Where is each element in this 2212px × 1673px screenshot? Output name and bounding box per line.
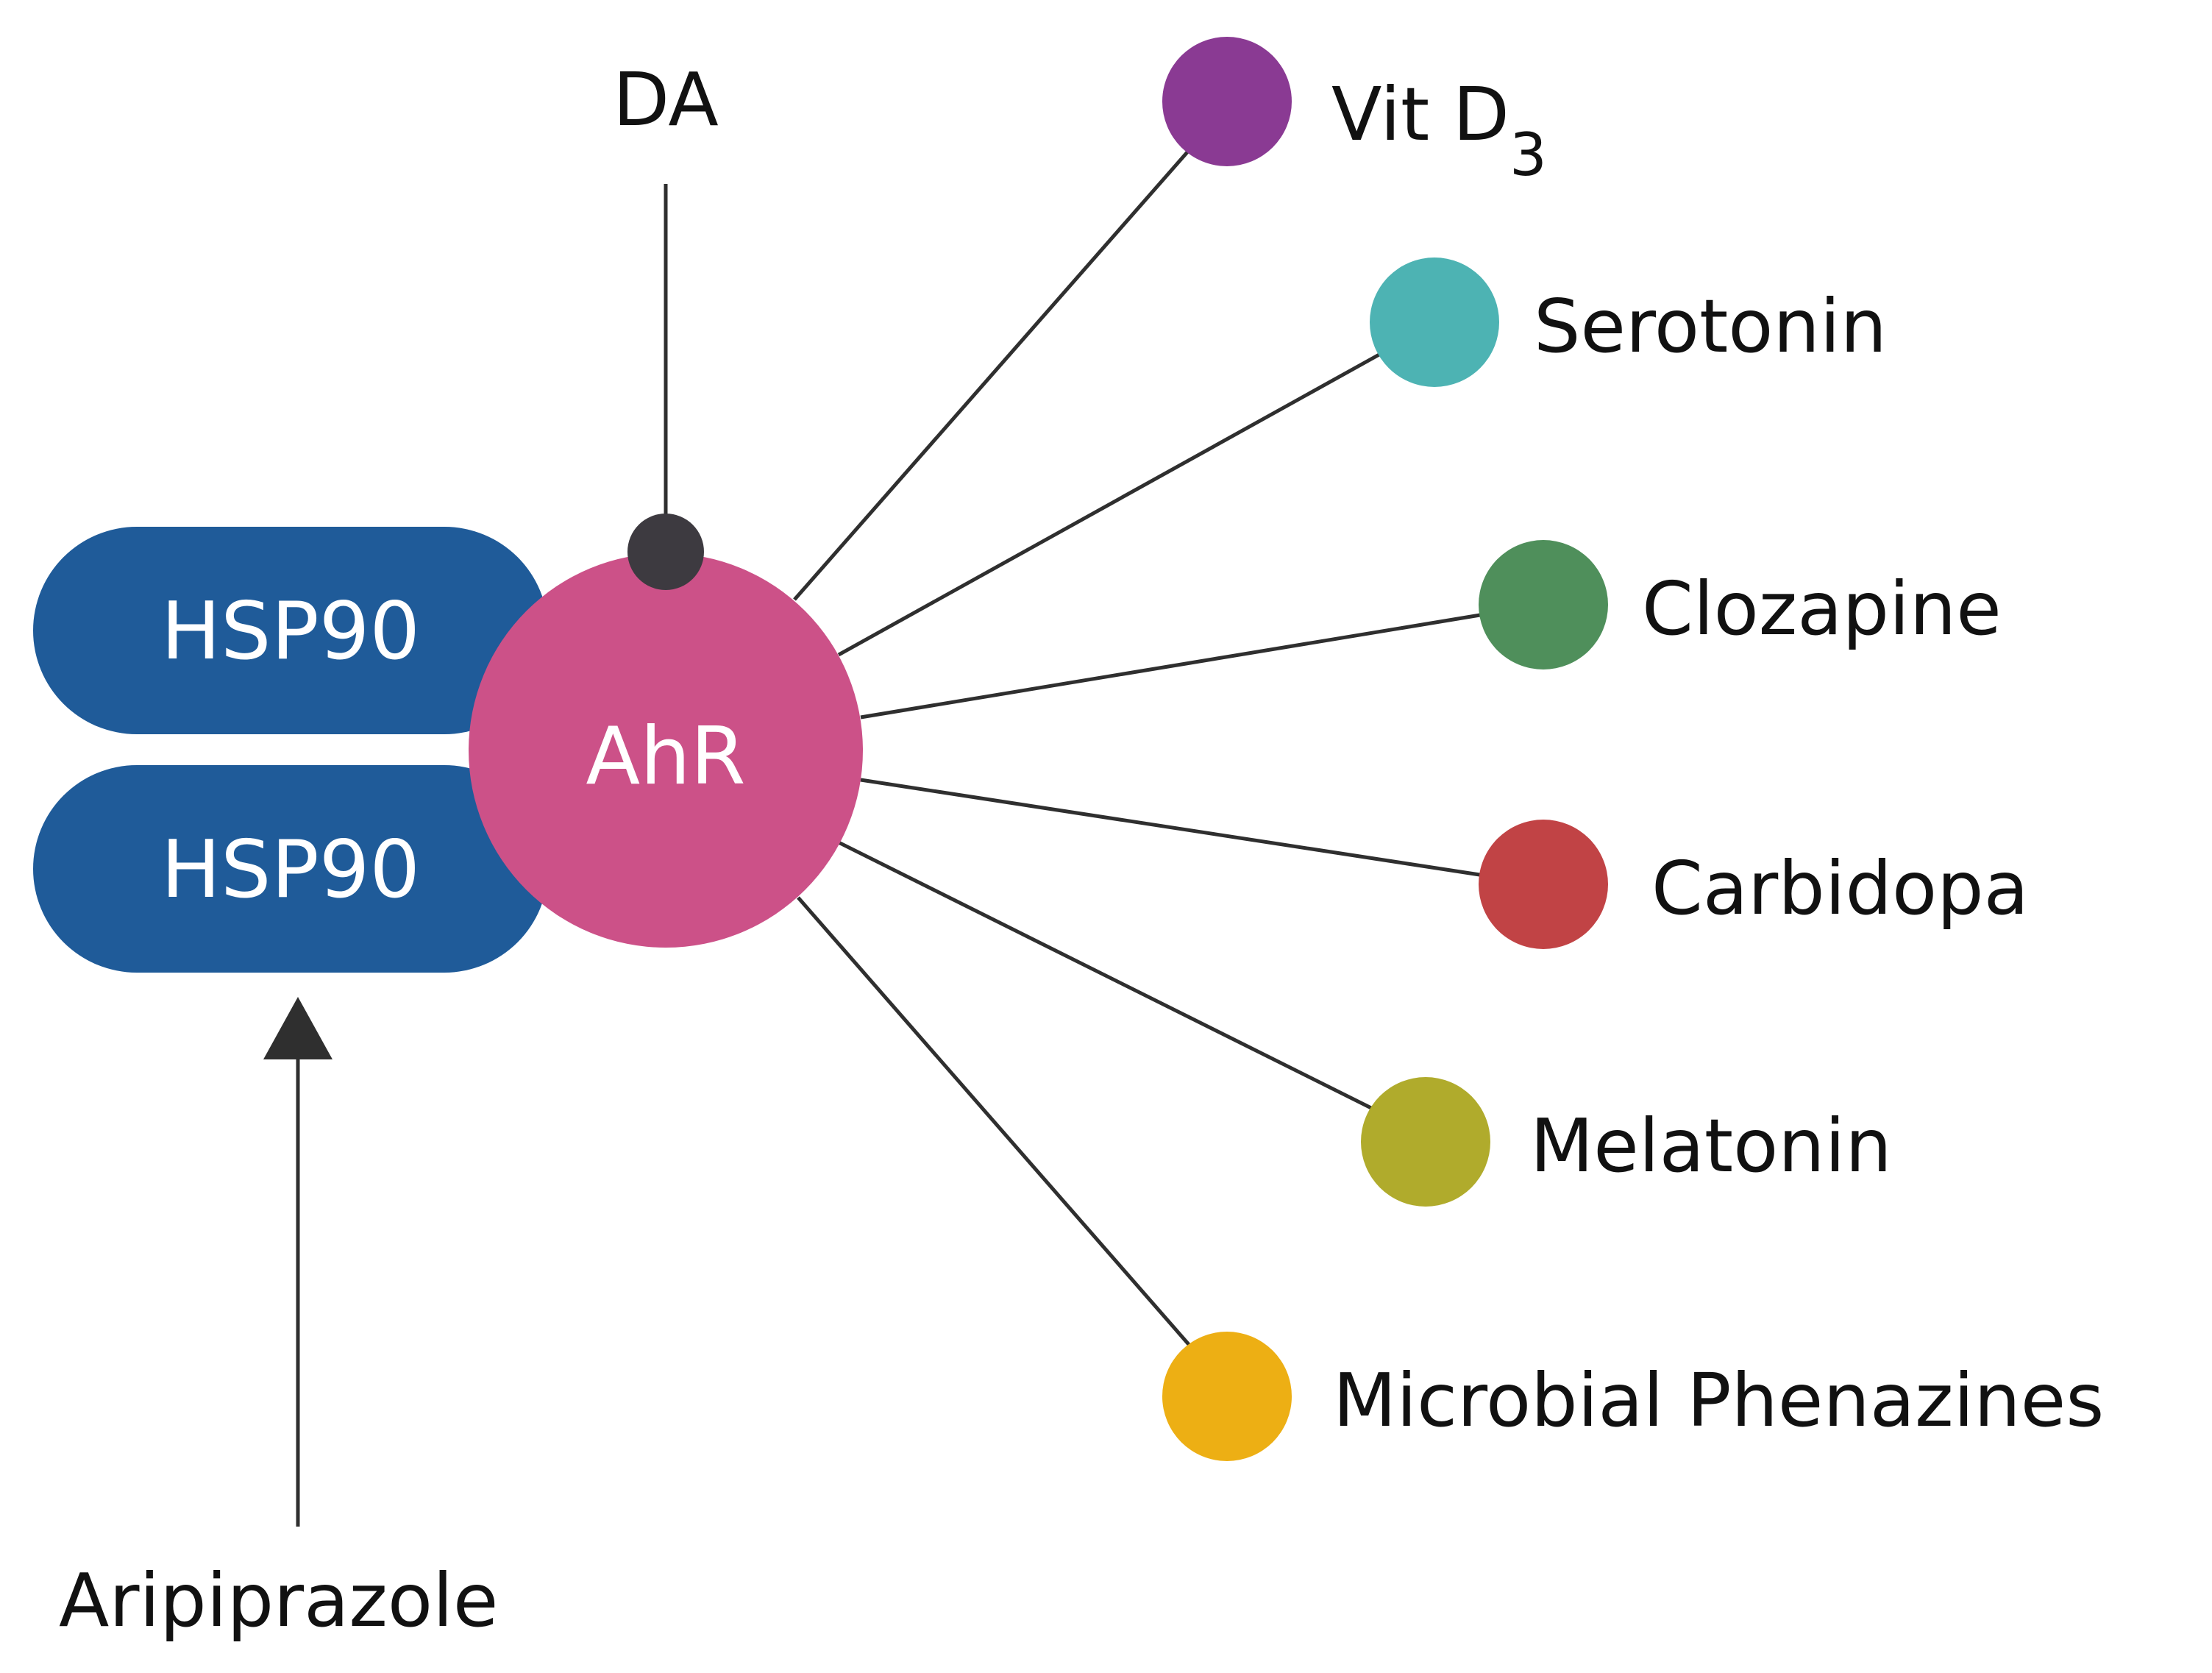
link-melatonin xyxy=(837,840,1386,1117)
ahr-node: AhR xyxy=(469,553,863,948)
ligand-vitd3-dot xyxy=(1162,37,1292,166)
hsp90-top-label: HSP90 xyxy=(161,586,420,678)
ligand-carbidopa: Carbidopa xyxy=(1479,820,2029,949)
ligand-carbidopa-dot xyxy=(1479,820,1608,949)
ligand-melatonin-dot xyxy=(1361,1077,1490,1207)
aripiprazole-label: Aripiprazole xyxy=(59,1557,498,1644)
ligand-melatonin: Melatonin xyxy=(1361,1077,1892,1207)
ahr-label: AhR xyxy=(586,711,745,803)
link-clozapine xyxy=(860,612,1485,720)
ahr-circle xyxy=(469,553,863,948)
ligand-phenazines-label: Microbial Phenazines xyxy=(1333,1357,2104,1443)
link-phenazines xyxy=(797,896,1193,1349)
hsp90-bottom-shape xyxy=(33,765,548,973)
ligand-melatonin-label: Melatonin xyxy=(1530,1103,1892,1189)
link-vitd3 xyxy=(793,146,1193,601)
ligand-serotonin: Serotonin xyxy=(1370,257,1887,387)
link-carbidopa xyxy=(860,778,1485,878)
hsp90-top-shape xyxy=(33,527,548,734)
ligand-serotonin-label: Serotonin xyxy=(1534,283,1887,369)
ligand-vitd3: Vit D3 xyxy=(1162,37,1547,189)
hsp90-top: HSP90 xyxy=(33,527,548,734)
aripiprazole-arrow-head xyxy=(263,997,332,1059)
da-label: DA xyxy=(613,57,719,143)
hsp90-bottom: HSP90 xyxy=(33,765,548,973)
hsp90-bottom-label: HSP90 xyxy=(161,824,420,916)
da-blocker-dot xyxy=(627,514,704,590)
ligand-phenazines: Microbial Phenazines xyxy=(1162,1332,2104,1461)
ligand-vitd3-label: Vit D3 xyxy=(1331,71,1547,189)
ligand-phenazines-dot xyxy=(1162,1332,1292,1461)
ligand-clozapine: Clozapine xyxy=(1479,540,2002,669)
ligand-carbidopa-label: Carbidopa xyxy=(1651,845,2029,931)
ligand-clozapine-label: Clozapine xyxy=(1642,566,2002,652)
link-serotonin xyxy=(837,349,1386,657)
ligand-serotonin-dot xyxy=(1370,257,1499,387)
ligand-clozapine-dot xyxy=(1479,540,1608,669)
